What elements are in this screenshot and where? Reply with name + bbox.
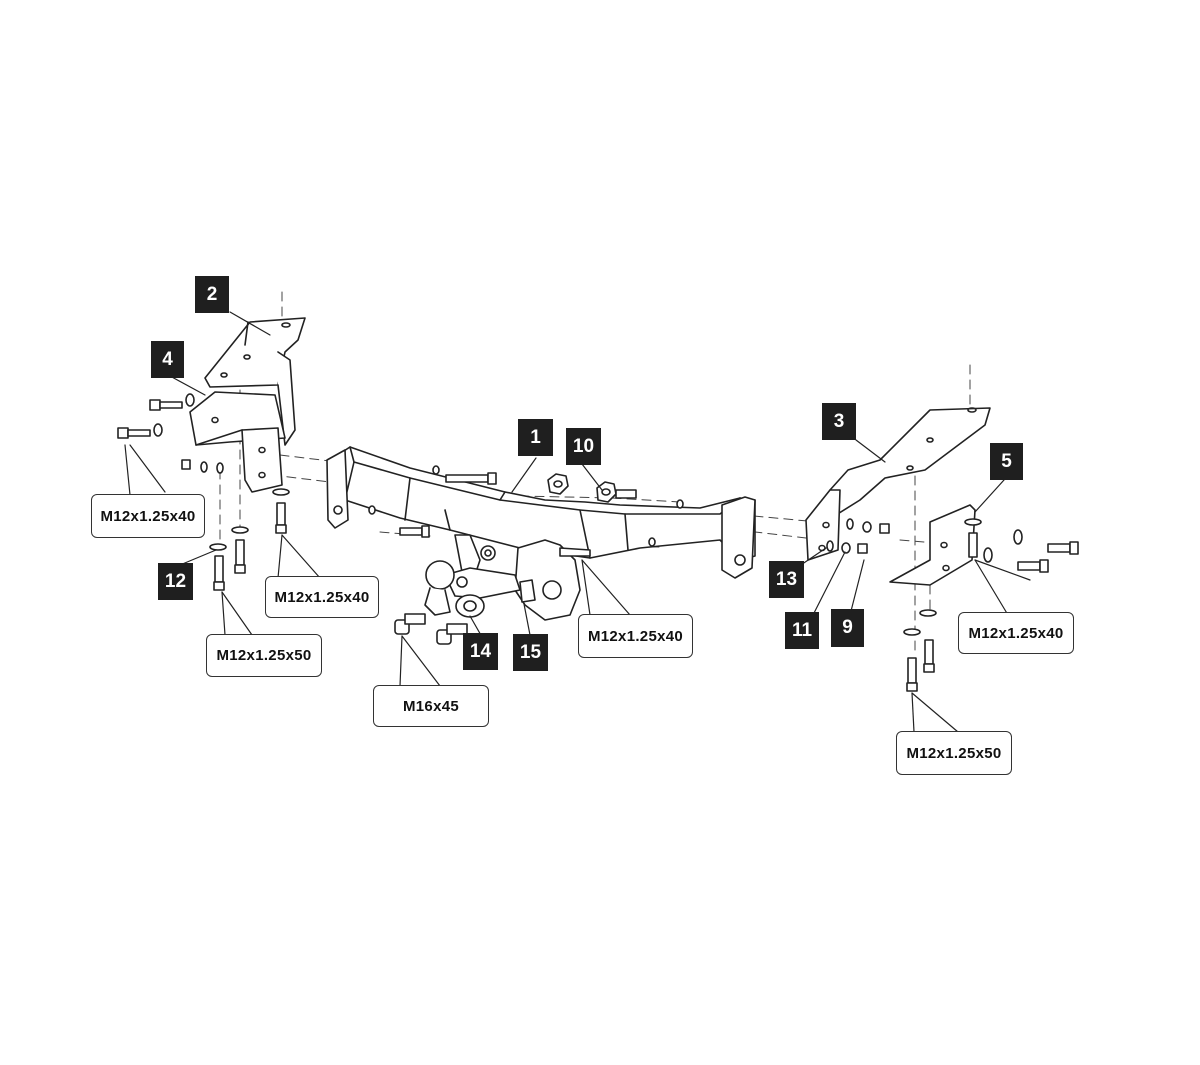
right-fasteners (826, 518, 1079, 692)
spec-left-lower-bolt: M12x1.25x40 (265, 576, 379, 618)
part-number-14: 14 (463, 633, 498, 670)
ball-mount-assembly (394, 534, 591, 645)
part-number-10: 10 (566, 428, 601, 465)
main-cross-beam (326, 446, 756, 579)
part-number-4: 4 (151, 341, 184, 378)
beam-nuts (547, 473, 637, 503)
part-number-1: 1 (518, 419, 553, 456)
part-number-11: 11 (785, 612, 819, 649)
right-side-plate (889, 504, 976, 586)
left-upper-bracket (204, 317, 306, 446)
part-number-5: 5 (990, 443, 1023, 480)
part-number-13: 13 (769, 561, 804, 598)
spec-ball-mount-bolts: M16x45 (373, 685, 489, 727)
spec-right-bracket-bolts: M12x1.25x40 (958, 612, 1074, 654)
spec-right-lower-long-bolt: M12x1.25x50 (896, 731, 1012, 775)
part-number-15: 15 (513, 634, 548, 671)
spec-socket-plate-bolt: M12x1.25x40 (578, 614, 693, 658)
part-number-12: 12 (158, 563, 193, 600)
part-number-9: 9 (831, 609, 864, 647)
part-number-2: 2 (195, 276, 229, 313)
part-number-3: 3 (822, 403, 856, 440)
spec-left-bracket-bolts: M12x1.25x40 (91, 494, 205, 538)
left-side-plate (189, 391, 286, 493)
spec-left-lower-long-bolt: M12x1.25x50 (206, 634, 322, 677)
left-bracket-bolts (117, 393, 290, 591)
